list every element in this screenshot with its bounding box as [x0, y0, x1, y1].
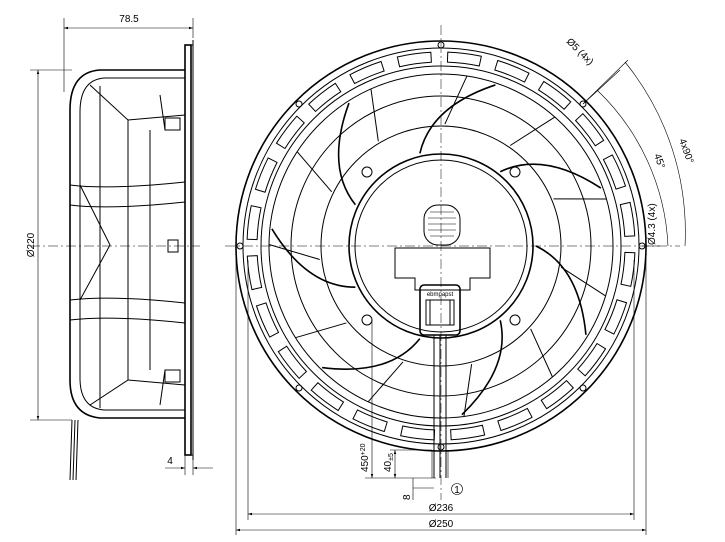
impeller-blade	[461, 320, 503, 416]
screw-diameter-label: Ø4.3 (4x)	[647, 203, 658, 245]
ring-slot	[446, 51, 482, 67]
ring-slot	[497, 407, 533, 432]
angle-arc-outer	[624, 61, 686, 247]
ring-slot	[352, 409, 388, 433]
rating-plate	[394, 247, 491, 291]
callout-label: 1	[454, 485, 460, 496]
ring-slot	[246, 205, 262, 241]
ring-slot	[574, 112, 605, 147]
diameter-236-label: Ø236	[429, 503, 454, 514]
diameter-250-label: Ø250	[429, 519, 454, 530]
front-view: ebmpapst Ø5 (4x) 4x90° 45° Ø4.3 (4x) 450…	[225, 25, 695, 535]
angle-label-4x90: 4x90°	[676, 137, 695, 165]
guard-strut	[296, 151, 333, 193]
strip-length-label: 40±5	[383, 453, 395, 472]
ring-slot	[620, 251, 636, 287]
ring-slots	[246, 51, 636, 441]
front-cables	[433, 335, 447, 478]
mounting-hole-left	[236, 242, 244, 250]
flange-thickness-label: 4	[167, 456, 173, 467]
guard-strut	[268, 243, 320, 261]
impeller-blade	[271, 228, 356, 289]
ring-slot	[246, 255, 263, 291]
motor-housing-outline	[69, 69, 185, 419]
ring-slot	[310, 382, 345, 412]
ring-slot	[537, 80, 572, 110]
impeller-blade	[419, 84, 496, 154]
ring-slot	[400, 425, 436, 441]
cable-length-label: 450+20	[360, 443, 371, 472]
ring-slot	[396, 51, 432, 68]
guard-strut	[295, 322, 347, 339]
diameter-220-label: Ø220	[26, 232, 37, 257]
cable-end-label: 8	[402, 494, 413, 500]
cable-connector: ebmpapst	[419, 284, 461, 336]
ring-slot	[277, 345, 308, 380]
ring-slot	[540, 379, 575, 410]
ring-slot	[494, 59, 530, 83]
impeller-blades	[271, 84, 602, 416]
hole-diameter-label: Ø5 (4x)	[564, 36, 595, 67]
ring-slot	[619, 201, 636, 237]
ring-slot	[450, 424, 486, 441]
ring-slot	[255, 302, 280, 338]
guard-strut	[444, 75, 468, 125]
ring-slot	[577, 342, 607, 377]
angle-label-45: 45°	[651, 152, 667, 170]
mounting-hole-top	[437, 41, 445, 49]
callout-circle	[451, 483, 463, 495]
width-dimension-label: 78.5	[119, 14, 139, 25]
guard-strut	[530, 328, 553, 378]
motor-hub	[348, 153, 534, 339]
side-cables	[69, 419, 79, 481]
side-view: 78.5 Ø220	[26, 14, 213, 481]
logo-text: ebmpapst	[427, 292, 454, 298]
angle-arc-inner	[596, 89, 669, 247]
impeller-blade	[337, 102, 357, 206]
mounting-holes	[236, 41, 646, 451]
impeller-blade	[499, 163, 602, 189]
ring-slot	[254, 157, 278, 193]
guard-strut	[370, 88, 379, 142]
guard-strut	[509, 116, 556, 146]
guard-strut	[560, 266, 606, 297]
impeller-blade	[322, 338, 421, 370]
ring-slot	[604, 299, 628, 335]
ring-slot	[602, 154, 627, 190]
mounting-flange	[184, 44, 192, 456]
impeller-blade	[535, 245, 587, 335]
label-grill	[423, 204, 461, 246]
ring-slot	[307, 82, 342, 113]
guard-struts	[268, 75, 607, 417]
mounting-hole-bottom	[437, 443, 445, 451]
ring-slot	[349, 60, 385, 85]
guard-strut	[463, 364, 473, 417]
ring-slot	[275, 115, 305, 150]
guard-strut	[367, 361, 404, 403]
